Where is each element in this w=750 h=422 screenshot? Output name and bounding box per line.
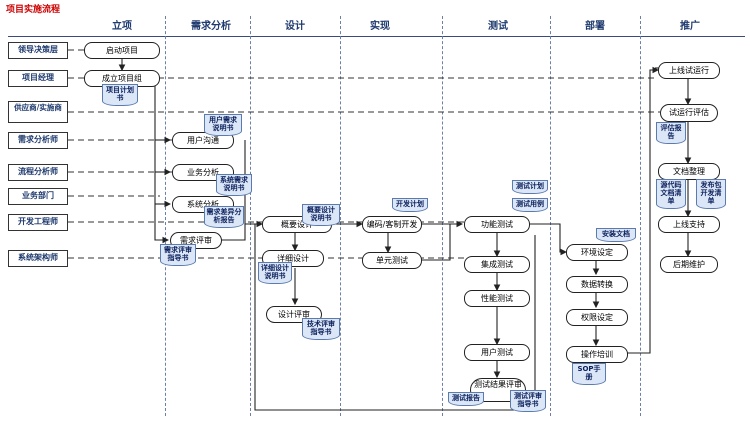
role-sys-architect: 系统架构师 xyxy=(8,250,68,267)
role-business-dept: 业务部门 xyxy=(8,188,68,205)
process-doc-org: 文档整理 xyxy=(658,163,720,180)
process-env-setup: 环境设定 xyxy=(566,244,628,261)
doc-detail-design-spec: 详细设计说明书 xyxy=(258,262,292,284)
phase-header: 测试 xyxy=(488,21,508,32)
phase-separator xyxy=(165,16,166,416)
doc-tech-review-guide: 技术评审指导书 xyxy=(302,318,340,340)
doc-install-doc: 安装文档 xyxy=(596,228,636,242)
process-go-live-trial: 上线试运行 xyxy=(658,62,720,79)
phase-header: 实现 xyxy=(370,21,390,32)
role-req-analyst: 需求分析师 xyxy=(8,132,68,149)
phase-separator xyxy=(442,16,443,416)
process-user-comm: 用户沟通 xyxy=(172,132,234,149)
doc-outline-design-spec: 概要设计说明书 xyxy=(302,204,340,226)
doc-req-review-guide: 需求评审指导书 xyxy=(160,244,196,266)
process-perf-test: 性能测试 xyxy=(464,290,530,307)
doc-test-plan: 测试计划 xyxy=(512,180,548,194)
doc-test-report: 测试报告 xyxy=(448,392,484,406)
process-user-test: 用户测试 xyxy=(464,344,530,361)
process-coding: 编码/客制开发 xyxy=(362,216,422,233)
doc-source-list: 源代码文档清单 xyxy=(656,179,686,209)
feedback-line xyxy=(254,224,536,411)
doc-user-req-spec: 用户需求说明书 xyxy=(204,114,242,136)
role-process-analyst: 流程分析师 xyxy=(8,164,68,181)
doc-test-cases: 测试用例 xyxy=(512,198,548,212)
role-project-manager: 项目经理 xyxy=(8,70,68,87)
process-go-live-support: 上线支持 xyxy=(658,216,720,233)
diagram-title: 项目实施流程 xyxy=(6,5,61,15)
doc-sop-manual: SOP手册 xyxy=(572,363,606,385)
doc-test-review-guide: 测试评审指导书 xyxy=(510,390,546,412)
doc-eval-report: 评估报告 xyxy=(656,122,686,144)
role-dev-engineer: 开发工程师 xyxy=(8,214,68,231)
phase-separator xyxy=(640,16,641,416)
doc-release-list: 发布包开发清单 xyxy=(696,179,726,209)
process-perm-setup: 权限设定 xyxy=(566,309,628,326)
phase-separator xyxy=(250,16,251,416)
process-data-convert: 数据转换 xyxy=(566,276,628,293)
flow-arrow xyxy=(420,224,451,261)
role-vendor: 供应商/实施商 xyxy=(8,101,68,123)
phase-separator xyxy=(550,16,551,416)
doc-dev-plan: 开发计划 xyxy=(392,198,428,212)
process-maintenance: 后期维护 xyxy=(660,256,718,273)
phase-header: 设计 xyxy=(285,21,305,32)
doc-project-plan: 项目计划书 xyxy=(102,84,138,106)
phase-header: 部署 xyxy=(585,21,605,32)
role-leadership: 领导决策层 xyxy=(8,42,68,59)
process-integ-test: 集成测试 xyxy=(464,256,530,273)
phase-header: 推广 xyxy=(680,21,700,32)
flow-arrow xyxy=(530,223,568,256)
process-trial-eval: 试运行评估 xyxy=(660,104,718,122)
process-start-project: 启动项目 xyxy=(84,42,160,59)
header-divider xyxy=(8,36,745,37)
phase-header: 需求分析 xyxy=(191,21,231,32)
flow-arrow xyxy=(154,78,170,244)
flow-arrow xyxy=(626,66,660,354)
phase-header: 立项 xyxy=(112,21,132,32)
flow-arrow xyxy=(220,140,246,241)
doc-req-diff-report: 需求差异分析报告 xyxy=(204,206,244,228)
process-func-test: 功能测试 xyxy=(464,216,530,233)
process-unit-test: 单元测试 xyxy=(362,252,422,269)
process-ops-training: 操作培训 xyxy=(566,346,628,363)
doc-sys-req-spec: 系统需求说明书 xyxy=(216,174,252,196)
phase-separator xyxy=(340,16,341,416)
